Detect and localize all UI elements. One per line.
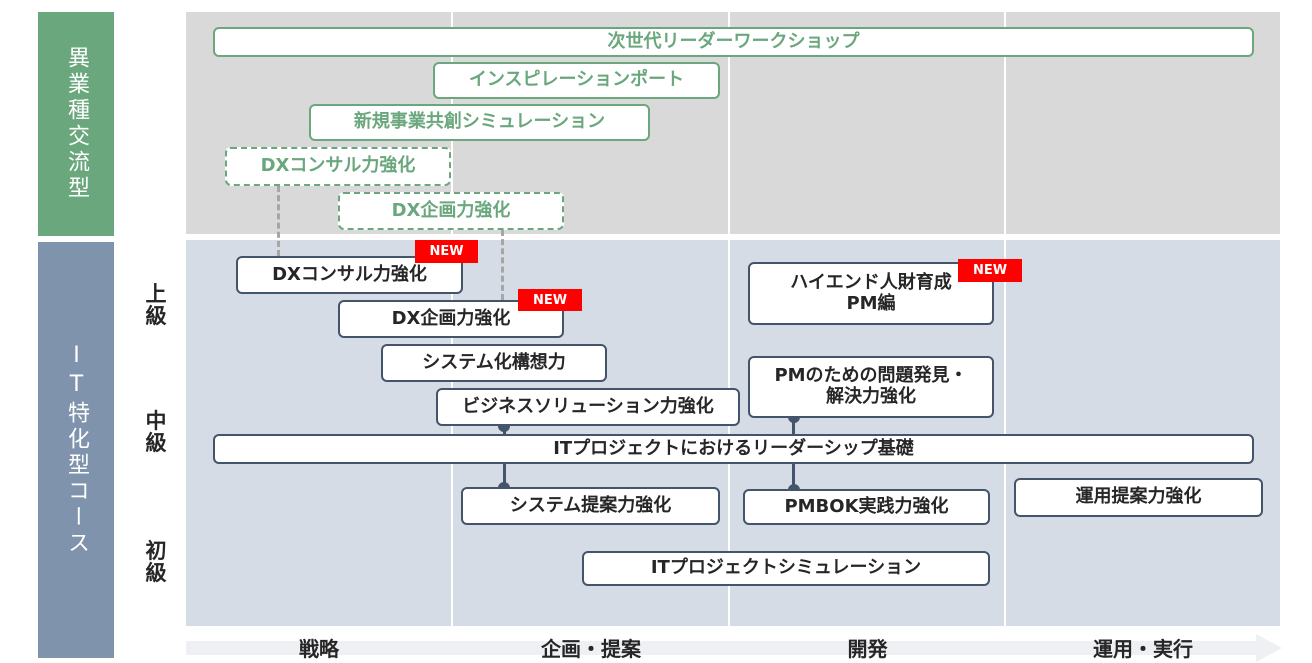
course-high-end-pm-label: ハイエンド人財育成 PM編 — [790, 271, 952, 314]
course-it-project-simulation[interactable]: ITプロジェクトシミュレーション — [582, 551, 990, 586]
course-pm-problem-solving-label: PMのための問題発見・ 解決力強化 — [774, 365, 968, 407]
phase-arrow — [186, 641, 1256, 655]
phase-divider-2 — [728, 12, 730, 626]
course-next-gen-leader-workshop[interactable]: 次世代リーダーワークショップ — [213, 27, 1254, 57]
new-badge-high-end-pm: NEW — [958, 259, 1022, 282]
it-specialized-label: IT特化型コース — [38, 242, 114, 658]
course-operations-proposal[interactable]: 運用提案力強化 — [1014, 478, 1263, 517]
level-beginner: 初級 — [145, 539, 167, 586]
new-badge-dx-plan: NEW — [518, 289, 582, 311]
course-high-end-pm[interactable]: ハイエンド人財育成 PM編 — [748, 262, 994, 325]
course-new-business-simulation[interactable]: 新規事業共創シミュレーション — [309, 104, 650, 141]
phase-arrow-head — [1256, 634, 1282, 662]
phase-strategy: 戦略 — [299, 637, 339, 661]
course-pmbok[interactable]: PMBOK実践力強化 — [743, 489, 990, 525]
phase-divider-3 — [1004, 12, 1006, 626]
course-inspiration-port[interactable]: インスピレーションポート — [433, 62, 720, 99]
course-dx-plan-cross[interactable]: DX企画力強化 — [338, 192, 564, 230]
course-dx-consul-cross[interactable]: DXコンサル力強化 — [225, 147, 451, 186]
cross-industry-label-text: 異業種交流型 — [64, 46, 89, 202]
dashed-connector-dx-plan — [501, 230, 504, 300]
it-specialized-label-text: IT特化型コース — [64, 343, 89, 557]
level-middle: 中級 — [145, 409, 167, 456]
new-badge-dx-consul: NEW — [415, 240, 478, 263]
course-business-solution[interactable]: ビジネスソリューション力強化 — [436, 388, 740, 426]
course-dx-consul[interactable]: DXコンサル力強化 — [236, 256, 463, 294]
level-upper: 上級 — [145, 282, 167, 329]
phase-development: 開発 — [847, 637, 888, 661]
course-system-concept[interactable]: システム化構想力 — [381, 344, 607, 382]
phase-operation-execution: 運用・実行 — [1093, 637, 1193, 661]
course-system-proposal[interactable]: システム提案力強化 — [461, 487, 720, 525]
course-it-project-leadership[interactable]: ITプロジェクトにおけるリーダーシップ基礎 — [213, 434, 1254, 464]
phase-planning-proposal: 企画・提案 — [541, 637, 641, 661]
cross-industry-label: 異業種交流型 — [38, 12, 114, 236]
dashed-connector-dx-consul — [277, 186, 280, 256]
course-pm-problem-solving[interactable]: PMのための問題発見・ 解決力強化 — [748, 356, 994, 418]
